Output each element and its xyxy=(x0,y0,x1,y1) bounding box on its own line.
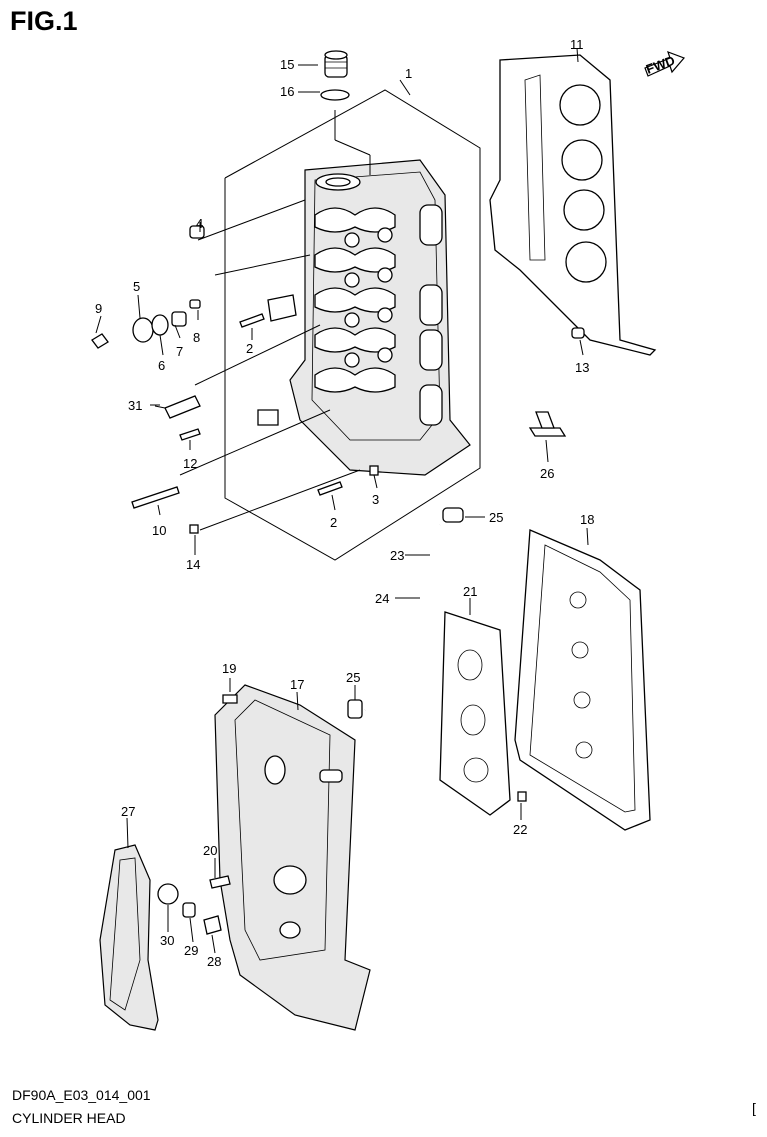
dowel-13 xyxy=(571,327,585,339)
callout-2b: 2 xyxy=(330,515,337,530)
callout-22: 22 xyxy=(513,822,527,837)
dowel-14 xyxy=(189,524,199,534)
callout-11: 11 xyxy=(570,37,584,52)
cover-gasket xyxy=(514,527,651,831)
baffle-plate xyxy=(439,598,511,816)
fwd-arrow-icon: FWD xyxy=(644,50,686,77)
callout-labels: 1 2 2 3 4 5 6 7 8 9 10 11 12 13 14 15 16… xyxy=(95,37,594,969)
grommet-30 xyxy=(157,883,179,905)
callout-21: 21 xyxy=(463,584,477,599)
callout-1: 1 xyxy=(405,66,412,81)
callout-30: 30 xyxy=(160,933,174,948)
fwd-label: FWD xyxy=(644,53,677,77)
callout-5: 5 xyxy=(133,279,140,294)
callout-8: 8 xyxy=(193,330,200,345)
bolts-head xyxy=(131,294,379,534)
callout-18: 18 xyxy=(580,512,594,527)
callout-26: 26 xyxy=(540,466,554,481)
clip-25-bottom xyxy=(347,699,363,719)
oil-filler-cap xyxy=(324,50,348,78)
callout-12: 12 xyxy=(183,456,197,471)
o-ring xyxy=(320,89,350,101)
callout-27: 27 xyxy=(121,804,135,819)
callout-25a: 25 xyxy=(489,510,503,525)
callout-23: 23 xyxy=(390,548,404,563)
figure-title: FIG.1 xyxy=(10,6,78,36)
breather-hose xyxy=(347,507,464,719)
head-cover xyxy=(214,684,371,1031)
callout-31: 31 xyxy=(128,398,142,413)
collar-29 xyxy=(182,902,196,918)
callout-25b: 25 xyxy=(346,670,360,685)
cam-journals xyxy=(314,207,396,393)
callout-24: 24 xyxy=(375,591,389,606)
callout-29: 29 xyxy=(184,943,198,958)
head-gasket xyxy=(489,47,657,356)
callout-4: 4 xyxy=(196,216,203,231)
clip-25-top xyxy=(442,507,464,523)
callout-9: 9 xyxy=(95,301,102,316)
callout-6: 6 xyxy=(158,358,165,373)
bracket-26 xyxy=(528,411,567,437)
callout-13: 13 xyxy=(575,360,589,375)
diagram-code: DF90A_E03_014_001 xyxy=(12,1087,151,1103)
callout-16: 16 xyxy=(280,84,294,99)
callout-15: 15 xyxy=(280,57,294,72)
callout-3: 3 xyxy=(372,492,379,507)
callout-7: 7 xyxy=(176,344,183,359)
callout-14: 14 xyxy=(186,557,200,572)
bolt-20 xyxy=(209,875,231,889)
thermostat-parts xyxy=(91,299,201,349)
cover-27 xyxy=(99,817,159,1031)
spark-plug xyxy=(154,395,201,419)
leader-lines xyxy=(95,64,584,954)
callout-10: 10 xyxy=(152,523,166,538)
bolt-28 xyxy=(203,915,222,935)
cylinder-head-group xyxy=(179,89,481,561)
exhaust-ports xyxy=(419,204,443,426)
pin-3 xyxy=(369,465,379,476)
page-bracket: [ xyxy=(752,1100,756,1116)
callout-17: 17 xyxy=(290,677,304,692)
bolt-22 xyxy=(517,791,527,802)
callout-2a: 2 xyxy=(246,341,253,356)
section-name: CYLINDER HEAD xyxy=(12,1110,126,1126)
callout-20: 20 xyxy=(203,843,217,858)
callout-19: 19 xyxy=(222,661,236,676)
bolt-19 xyxy=(222,694,238,704)
callout-28: 28 xyxy=(207,954,221,969)
